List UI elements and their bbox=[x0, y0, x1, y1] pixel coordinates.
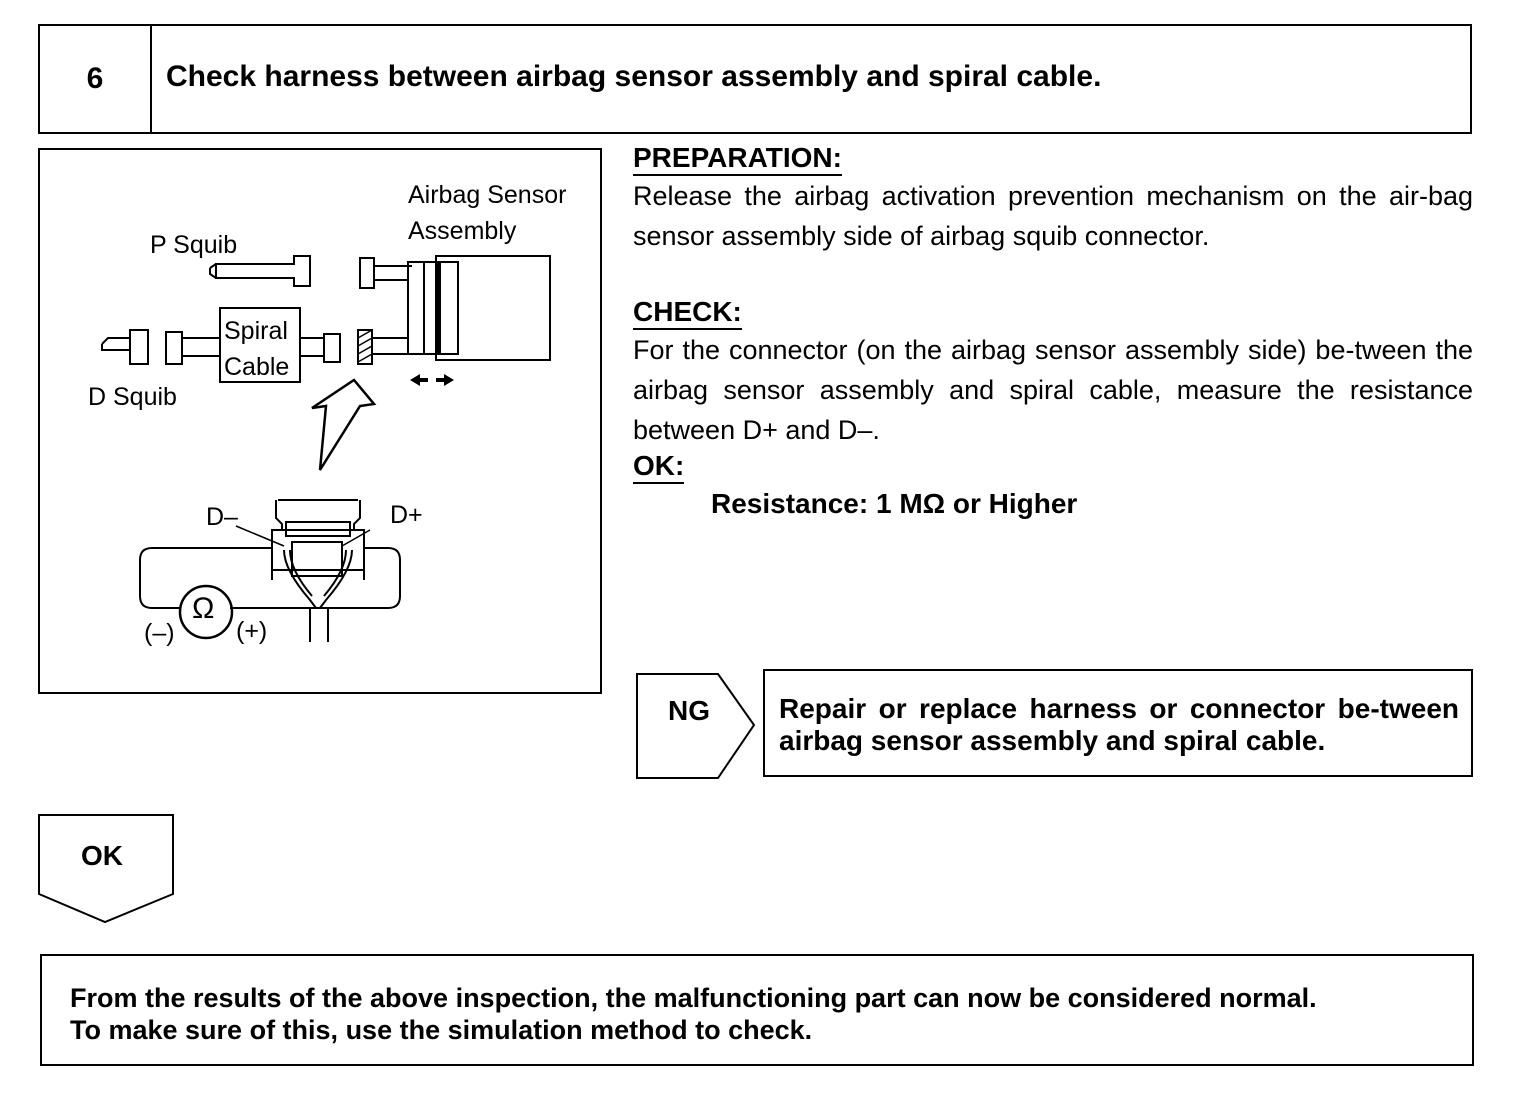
preparation-text: Release the airbag activation prevention… bbox=[633, 181, 1473, 251]
d-squib-label: D Squib bbox=[88, 383, 177, 411]
conclusion-line2: To make sure of this, use the simulation… bbox=[70, 1015, 813, 1045]
ok-heading: OK: bbox=[633, 450, 685, 484]
step-title: Check harness between airbag sensor asse… bbox=[166, 60, 1102, 93]
positive-probe-label: (+) bbox=[236, 617, 268, 645]
hatched-connector bbox=[357, 329, 373, 365]
wiring-diagram: Airbag Sensor Assembly P Squib Spiral Ca… bbox=[38, 148, 602, 694]
connector-diagram-graphic bbox=[101, 255, 551, 642]
ok-label: OK bbox=[81, 840, 123, 871]
sensor-label-line2: Assembly bbox=[408, 217, 517, 245]
airbag-sensor-assembly bbox=[435, 255, 551, 361]
p-squib-plug bbox=[215, 255, 311, 287]
d-squib-connector bbox=[129, 329, 149, 365]
sensor-label-line1: Airbag Sensor bbox=[408, 181, 567, 209]
d-minus-label: D– bbox=[206, 503, 238, 531]
ohmmeter-icon bbox=[178, 584, 234, 640]
check-text: For the connector (on the airbag sensor … bbox=[633, 335, 1473, 445]
preparation-heading: PREPARATION: bbox=[633, 142, 842, 176]
conclusion-text: From the results of the above inspection… bbox=[70, 982, 1317, 1046]
conclusion-box: From the results of the above inspection… bbox=[40, 954, 1474, 1066]
spiral-cable-box bbox=[219, 307, 301, 383]
step-number: 6 bbox=[40, 26, 152, 132]
spiral-label-line1: Spiral bbox=[224, 317, 288, 345]
negative-probe-label: (–) bbox=[144, 619, 175, 647]
ohm-symbol: Ω bbox=[192, 592, 215, 625]
conclusion-line1: From the results of the above inspection… bbox=[70, 983, 1317, 1013]
d-plus-label: D+ bbox=[390, 501, 423, 529]
p-squib-label: P Squib bbox=[150, 231, 238, 259]
double-arrow-icon bbox=[410, 374, 454, 386]
instructions: PREPARATION: Release the airbag activati… bbox=[633, 142, 1473, 524]
ng-action-text: Repair or replace harness or connector b… bbox=[779, 693, 1459, 756]
ng-arrow-shape bbox=[636, 673, 756, 779]
ng-label: NG bbox=[668, 695, 710, 726]
ok-arrow-shape bbox=[38, 814, 174, 924]
check-heading: CHECK: bbox=[633, 296, 742, 330]
resistance-spec: Resistance: 1 MΩ or Higher bbox=[711, 488, 1078, 519]
ng-action-box: Repair or replace harness or connector b… bbox=[763, 669, 1473, 777]
pointer-arrow-icon bbox=[311, 378, 377, 471]
spiral-label-line2: Cable bbox=[224, 353, 290, 381]
sensor-upper-connector bbox=[359, 257, 375, 289]
step-header: 6 Check harness between airbag sensor as… bbox=[38, 24, 1472, 134]
